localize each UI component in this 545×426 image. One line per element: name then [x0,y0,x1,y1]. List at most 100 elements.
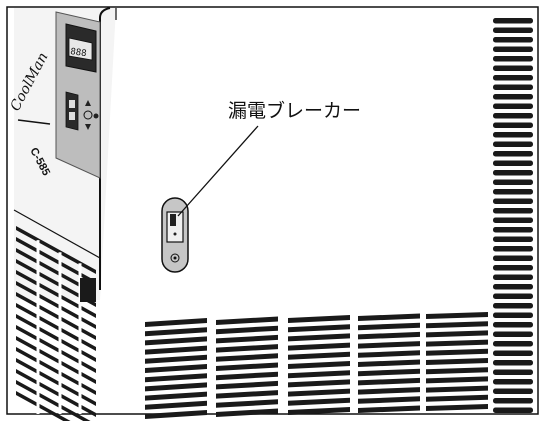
earth-leakage-breaker [161,197,189,273]
vent-slat [16,226,96,274]
vent-slat [426,385,488,393]
vent-slat [145,364,207,373]
vent-slat [493,170,533,176]
vent-slat [493,217,533,223]
vent-slat [145,318,207,327]
vent-slat [288,397,350,406]
vent-slat [216,371,278,381]
vent-slat [288,388,350,397]
vent-slat [493,284,533,290]
vent-slat [145,345,207,355]
vent-slat [16,237,96,285]
vent-slat [493,160,533,166]
vent-slat [16,369,96,417]
vent-slat [493,255,533,261]
callout-label: 漏電ブレーカー [228,100,362,122]
vent-slat [16,270,96,318]
vent-slat [145,354,207,364]
vent-slat [358,322,420,331]
vent-slat [216,353,278,362]
vent-slat [288,324,350,333]
vent-slat [216,334,278,344]
vent-slat [16,248,96,296]
vent-slat [216,408,278,417]
vent-slat [493,312,533,318]
vent-slat [145,391,207,401]
vent-slat [493,46,533,52]
vent-slat [288,379,350,388]
vent-slat [493,132,533,138]
vent-slat [493,94,533,100]
vent-slat [16,303,96,351]
vent-slat [426,358,488,365]
vent-slat [358,405,420,413]
vent-slat [493,208,533,214]
vent-slat [493,37,533,43]
vent-slat [426,404,488,411]
vent-slat [426,339,488,347]
vent-slat [493,18,533,24]
vent-slat [216,362,278,371]
vent-slat [493,65,533,71]
vent-slat [493,198,533,204]
vent-slat [358,368,420,377]
vent-slat [493,27,533,33]
vent-slat [16,336,96,384]
vent-slat [16,347,96,395]
vent-slat [493,274,533,280]
vent-slat [16,281,96,329]
vent-slat [358,387,420,395]
vent-slat [426,330,488,338]
vent-slat [493,369,533,375]
vent-slat [493,113,533,119]
vent-slat [288,315,350,323]
vent-slat [145,327,207,337]
vent-slat [426,312,488,319]
vent-slat [426,367,488,375]
vent-slat [493,189,533,195]
vent-slat [426,376,488,384]
vent-slat [493,303,533,309]
vent-slat [216,344,278,353]
vent-slat [145,410,207,419]
side-panel-block [80,278,96,302]
vent-slat [16,325,96,373]
vent-slat [493,122,533,128]
vent-slat [493,179,533,185]
vent-slat [16,292,96,340]
vent-slat [288,370,350,379]
vent-slat [426,394,488,402]
vent-slat [493,360,533,366]
vent-slat [16,358,96,406]
front-vent-grille [145,312,488,419]
vent-slat [288,333,350,342]
figure-frame [6,6,539,415]
vent-slat [493,398,533,404]
vent-slat [216,399,278,408]
vent-slat [288,351,350,360]
vent-slat [493,265,533,271]
vent-slat [145,373,207,383]
callout-leader-line [177,125,259,217]
vent-slat [493,379,533,385]
vent-slat [493,84,533,90]
vent-slat [358,377,420,386]
vent-slat [493,407,533,413]
vent-slat [288,407,350,415]
control-panel: 888 [55,11,101,179]
display-readout: 888 [70,47,87,59]
vent-slat [426,321,488,329]
vent-slat [358,359,420,367]
vent-slat [145,336,207,346]
vent-slat [493,388,533,394]
vent-slat [493,322,533,328]
vent-slat [358,396,420,404]
vent-slat [358,331,420,340]
vent-slat [216,325,278,335]
vent-slat [216,316,278,325]
vent-slat [493,75,533,81]
vent-slat [493,151,533,157]
vent-slat [216,380,278,390]
